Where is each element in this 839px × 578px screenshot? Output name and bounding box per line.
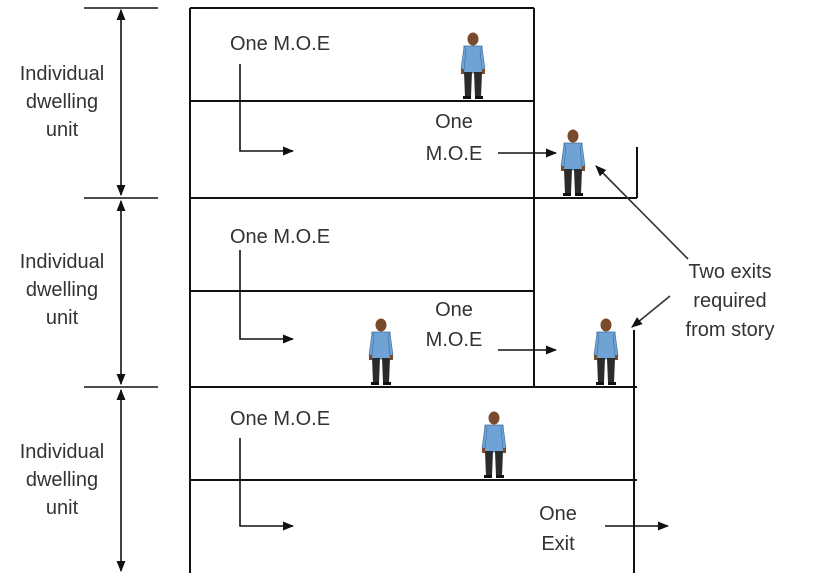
arrow-icon [239,438,295,531]
unit-label-bottom: Individual dwelling unit [20,441,105,519]
unit-label-line: Individual [20,63,105,85]
exit-label-one: One [539,503,577,525]
moe-label-abbrev: M.O.E [426,329,483,351]
unit-label-line: dwelling [26,279,98,301]
moe-label-abbrev: M.O.E [426,143,483,165]
arrow-icon [239,250,295,344]
building-outline [189,7,638,573]
exit-label-word: Exit [541,533,575,555]
moe-label: One M.O.E [230,33,330,55]
callout-text: from story [686,319,775,341]
unit-label-line: dwelling [26,91,98,113]
person-icon [560,129,586,197]
callout-arrow-icon [631,295,671,328]
callout-text: required [693,290,766,312]
unit-label-line: unit [46,497,79,519]
person-icon [481,411,507,479]
callout-text: Two exits [688,261,771,283]
unit-label-line: unit [46,119,79,141]
unit-label-line: Individual [20,251,105,273]
person-icon [593,318,619,386]
unit-label-top: Individual dwelling unit [20,63,105,141]
moe-label: One M.O.E [230,226,330,248]
unit-label-line: Individual [20,441,105,463]
unit-label-line: unit [46,307,79,329]
dimension-lines [84,7,158,573]
moe-label: One M.O.E [230,408,330,430]
moe-label-one: One [435,299,473,321]
unit-label-middle: Individual dwelling unit [20,251,105,329]
person-icon [368,318,394,386]
moe-label-one: One [435,111,473,133]
callout-arrow-icon [595,165,689,260]
unit-label-line: dwelling [26,469,98,491]
arrow-icon [239,64,295,156]
person-icon [460,32,486,100]
